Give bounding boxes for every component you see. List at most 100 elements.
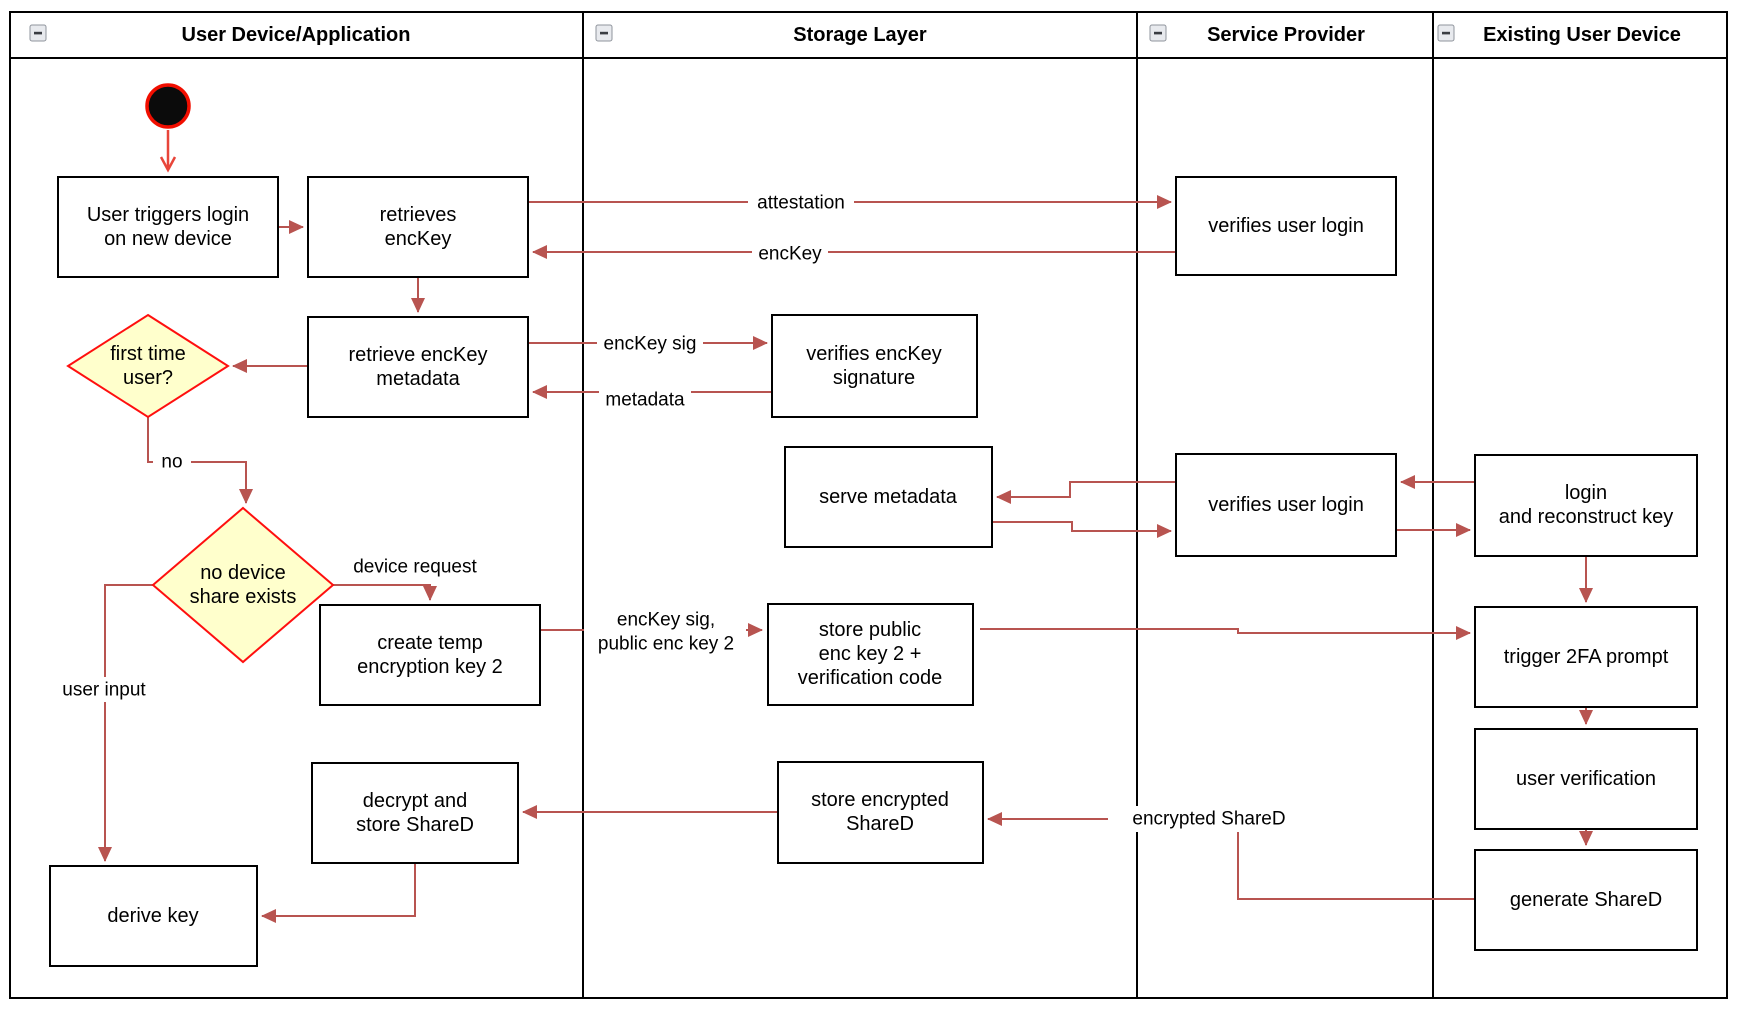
label-background [1108,806,1310,832]
edge-label-text: attestation [757,193,845,214]
edge-label-enckey-sig: encKey sig [597,331,703,356]
node-generate-shared[interactable]: generate ShareD [1474,849,1698,951]
node-label: store ShareD [356,814,474,836]
node-label: retrieves [380,204,457,226]
start-node[interactable] [145,83,191,129]
edge-label-text: encKey sig [604,334,697,355]
start-circle[interactable] [145,83,191,129]
edge-user-input [98,584,153,862]
node-box[interactable] [311,762,519,864]
node-box[interactable] [1474,454,1698,557]
node-box[interactable] [777,761,984,864]
diagram-border [9,11,1728,999]
node-box[interactable] [1474,849,1698,951]
node-retrieve-enckey-metadata[interactable]: retrieve encKey metadata [307,316,529,418]
node-box[interactable] [771,314,978,418]
edge-serve-metadata-to-verifies [992,521,1172,538]
lane-header-service-provider: Service Provider [1149,24,1365,46]
lane-title: Service Provider [1207,24,1365,46]
node-label: generate ShareD [1510,889,1662,911]
edge-decrypt-to-derive-key [261,863,416,923]
node-label: user verification [1516,768,1656,790]
node-user-triggers-login[interactable]: User triggers login on new device [57,176,279,278]
collapse-lane-icon[interactable] [29,24,47,42]
edge-device-request [333,584,437,601]
node-verifies-enckey-signature[interactable]: verifies encKey signature [771,314,978,418]
node-verifies-user-login-mid[interactable]: verifies user login [1175,453,1397,557]
edge-label-text: metadata [605,390,685,411]
node-label: serve metadata [819,486,958,508]
node-label: verifies user login [1208,215,1364,237]
edge-verifies-to-serve-metadata [996,481,1176,504]
edge-label-metadata: metadata [599,387,691,413]
node-label: create temp [377,632,483,654]
decision-diamond[interactable] [151,506,335,664]
node-box[interactable] [784,446,993,548]
node-label: ShareD [846,813,914,835]
node-retrieves-enckey[interactable]: retrieves encKey [307,176,529,278]
node-box[interactable] [49,865,258,967]
node-label: derive key [107,905,198,927]
collapse-lane-icon[interactable] [1437,24,1455,42]
edge-label-enckey: encKey [752,241,828,266]
edge-label-text: device request [353,557,477,578]
node-box[interactable] [1474,606,1698,708]
decision-diamond[interactable] [66,313,230,419]
label-background [56,677,152,702]
edge-label-encrypted-shared: encrypted ShareD [1108,806,1310,832]
decision-no-device-share-exists[interactable]: no device share exists [151,506,335,664]
node-label: store public [819,619,921,641]
node-box[interactable] [307,316,529,418]
edge-label-text: public enc key 2 [598,634,734,655]
node-box[interactable] [1175,176,1397,276]
node-label: no device [200,562,286,584]
node-login-and-reconstruct-key[interactable]: login and reconstruct key [1474,454,1698,557]
node-label: user? [123,367,173,389]
edge-label-attestation: attestation [748,190,854,215]
label-background [748,190,854,215]
minus-icon [1442,31,1450,35]
edge-label-enckey-sig-public: encKey sig, public enc key 2 [584,608,746,655]
node-label: share exists [190,586,297,608]
label-background [752,241,828,266]
node-store-encrypted-shared[interactable]: store encrypted ShareD [777,761,984,864]
node-verifies-user-login-top[interactable]: verifies user login [1175,176,1397,276]
edge-no-branch [147,417,253,504]
node-box[interactable] [307,176,529,278]
label-background [599,387,691,413]
node-label: trigger 2FA prompt [1504,646,1669,668]
node-box[interactable] [1175,453,1397,557]
label-background [153,450,191,474]
lane-title: User Device/Application [182,24,411,46]
label-background [597,331,703,356]
node-label: verifies user login [1208,494,1364,516]
node-create-temp-encryption-key[interactable]: create temp encryption key 2 [319,604,541,706]
node-box[interactable] [1474,728,1698,830]
node-box[interactable] [319,604,541,706]
node-label: login [1565,482,1607,504]
edge-label-text: user input [62,680,146,701]
node-decrypt-and-store-shared[interactable]: decrypt and store ShareD [311,762,519,864]
node-trigger-2fa-prompt[interactable]: trigger 2FA prompt [1474,606,1698,708]
edge-label-text: encKey [758,244,822,265]
edge-label-text: encKey sig, [617,610,715,631]
collapse-lane-icon[interactable] [1149,24,1167,42]
collapse-lane-icon[interactable] [595,24,613,42]
node-box[interactable] [767,603,974,706]
node-derive-key[interactable]: derive key [49,865,258,967]
edge-label-user-input: user input [56,677,152,702]
lane-header-existing-user-device: Existing User Device [1437,24,1681,46]
node-label: verifies encKey [806,343,942,365]
node-label: on new device [104,228,232,250]
decision-first-time-user[interactable]: first time user? [66,313,230,419]
node-box[interactable] [57,176,279,278]
node-user-verification[interactable]: user verification [1474,728,1698,830]
minus-icon [1154,31,1162,35]
node-serve-metadata[interactable]: serve metadata [784,446,993,548]
lane-title: Storage Layer [793,24,927,46]
edge-label-text: no [161,452,182,473]
node-store-public-enc-key[interactable]: store public enc key 2 + verification co… [767,603,974,706]
label-background [584,608,746,655]
